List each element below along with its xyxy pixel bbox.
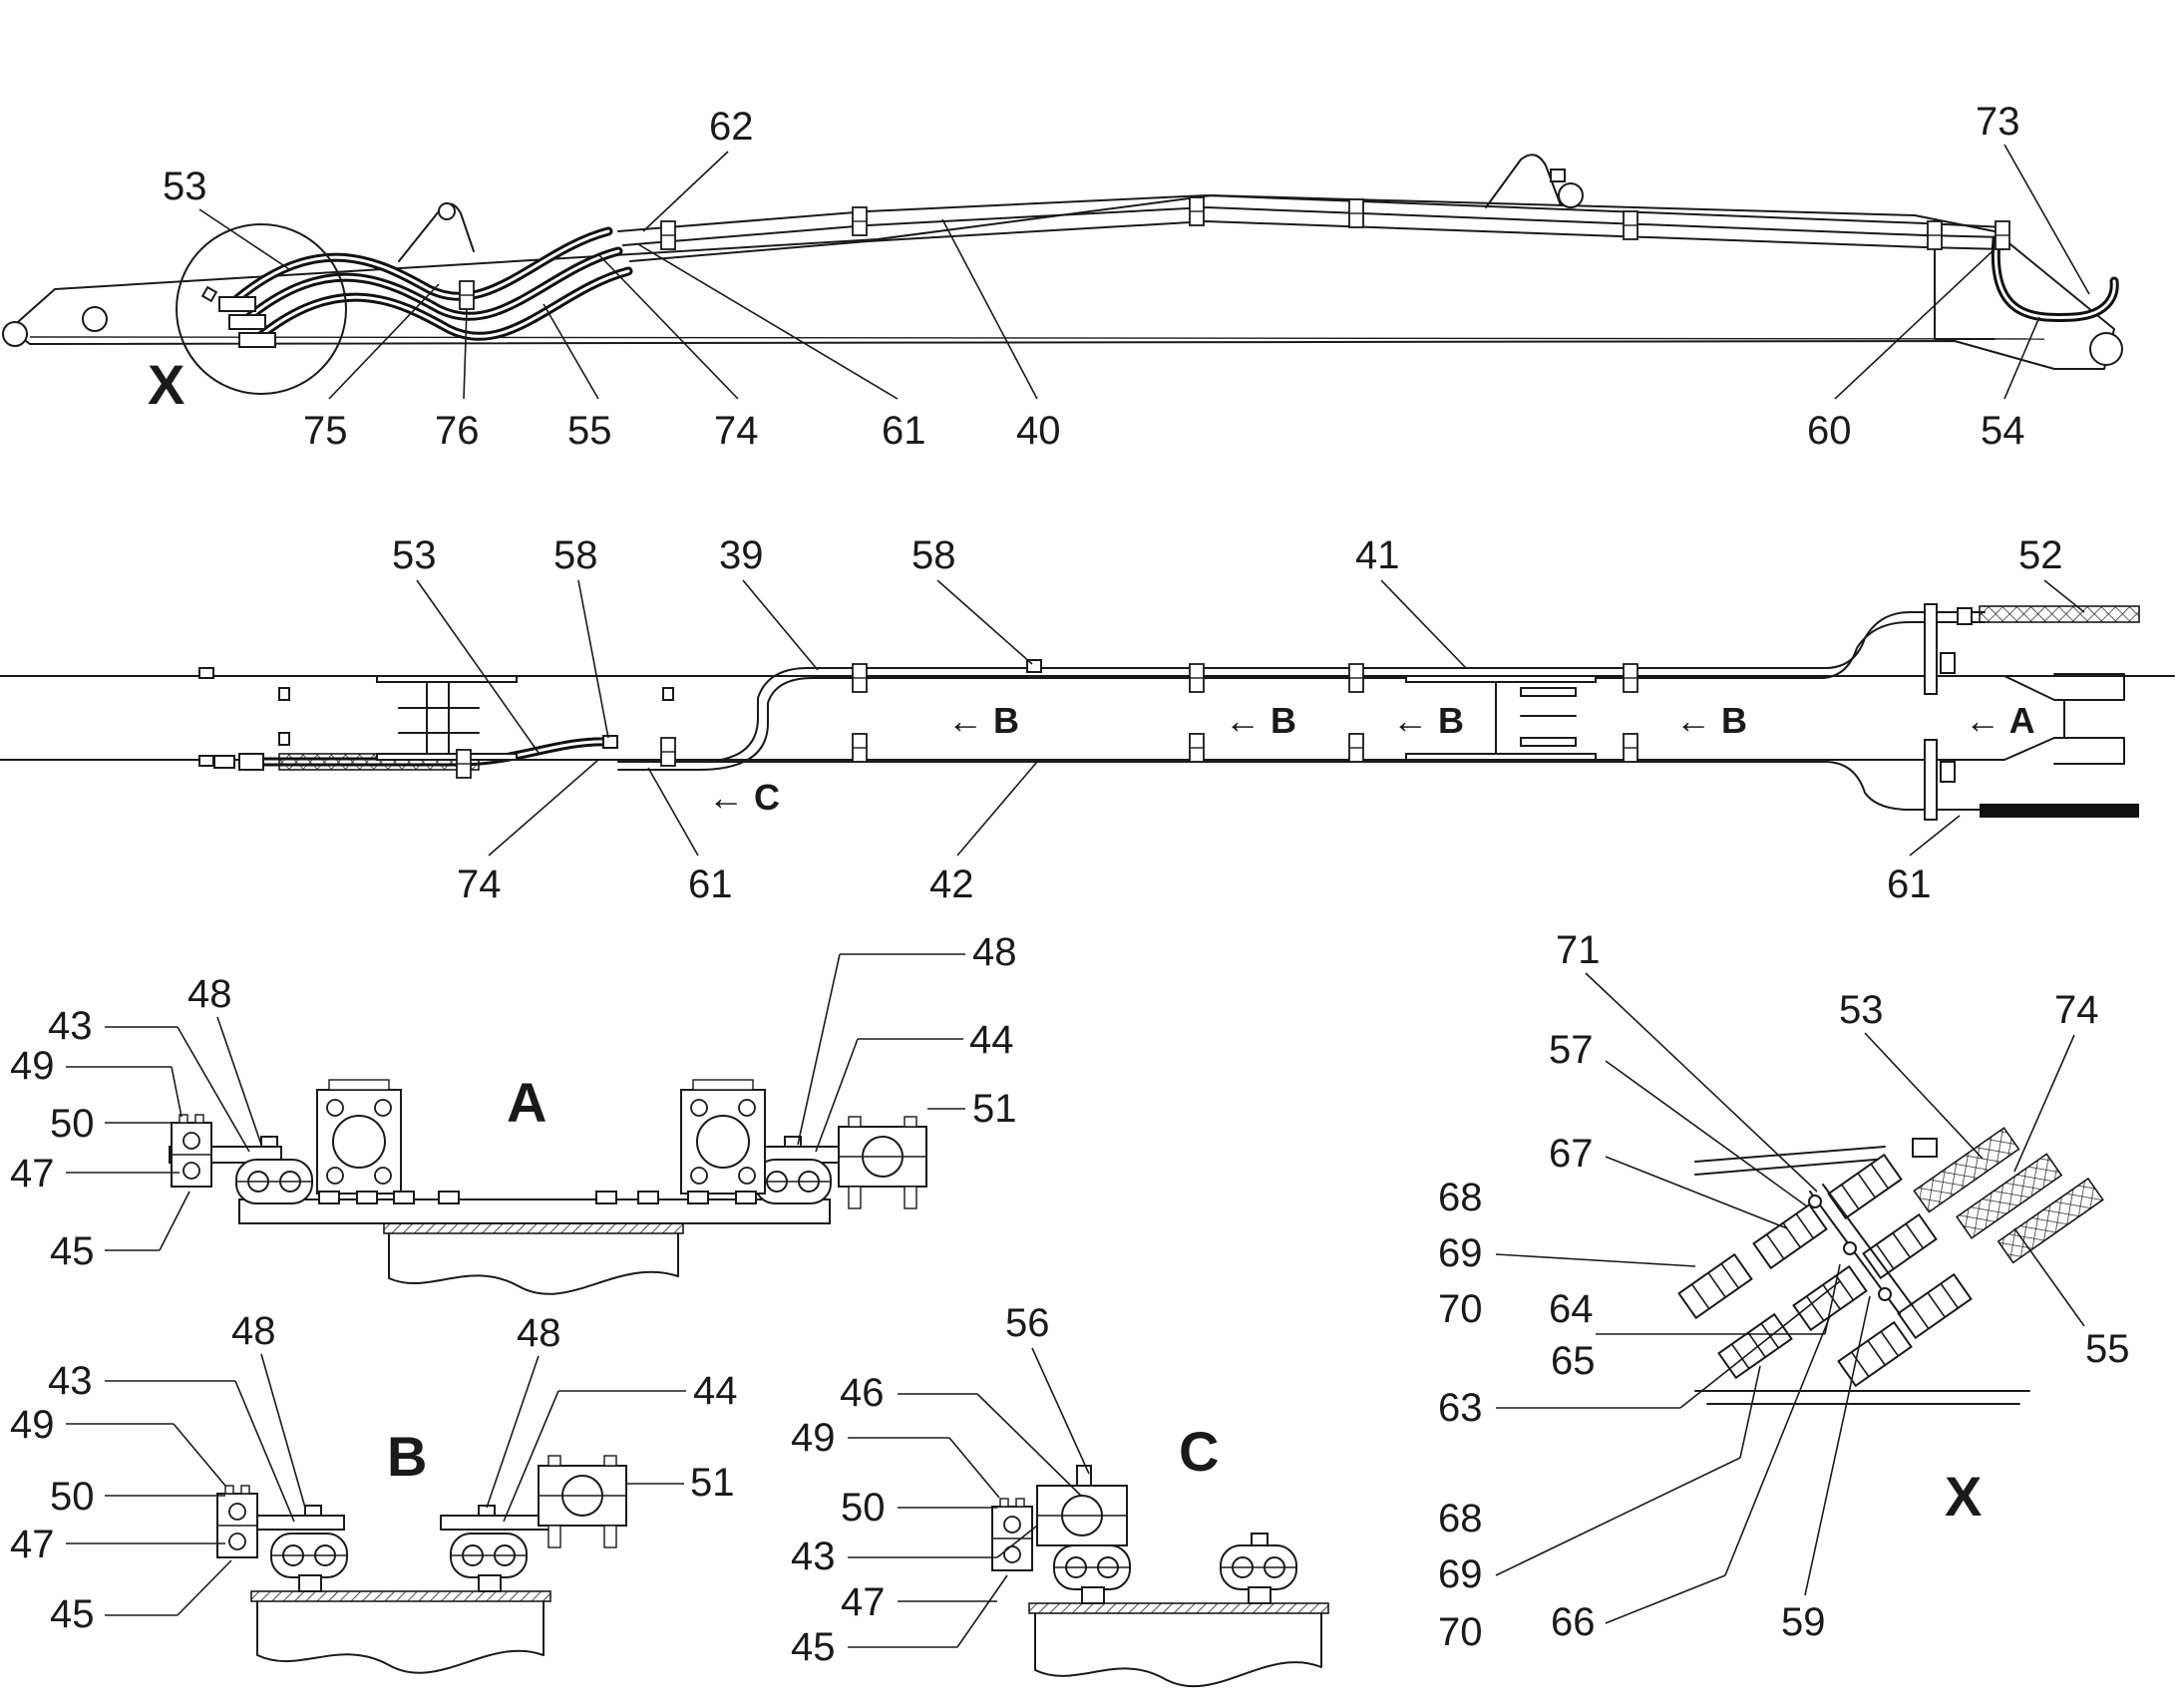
detail-x-title: X: [1945, 1465, 1982, 1528]
label-49-a: 49: [10, 1044, 55, 1088]
label-45-a: 45: [50, 1229, 95, 1273]
label-40-top: 40: [1016, 409, 1061, 453]
label-68-x-2: 68: [1438, 1497, 1483, 1540]
label-62-top: 62: [709, 105, 754, 149]
label-52-plan: 52: [2018, 533, 2063, 577]
label-50-a: 50: [50, 1102, 95, 1146]
plan-view: [0, 603, 2175, 821]
plan-view-arrows: ← B ← B ← B ← B ← A ← C: [708, 700, 2035, 818]
label-43-b: 43: [48, 1359, 93, 1403]
label-58-plan-2: 58: [911, 533, 956, 577]
label-61-plan-2: 61: [1887, 862, 1932, 906]
side-view: [2, 154, 2123, 395]
label-41-plan: 41: [1355, 533, 1400, 577]
label-51-a: 51: [972, 1087, 1017, 1131]
arrow-b-2: ← B: [1225, 700, 1296, 741]
label-47-b: 47: [10, 1523, 55, 1566]
label-65-x: 65: [1551, 1339, 1596, 1383]
section-a-labels: A 48 43 49 50 47 45 48 44 51: [10, 930, 1017, 1273]
label-51-b: 51: [690, 1461, 735, 1505]
label-59-x: 59: [1781, 1600, 1826, 1644]
label-56-c: 56: [1005, 1301, 1050, 1345]
label-61-top: 61: [882, 409, 926, 453]
label-45-b: 45: [50, 1592, 95, 1636]
label-46-c: 46: [840, 1371, 885, 1415]
label-68-x-1: 68: [1438, 1176, 1483, 1219]
label-39-plan: 39: [719, 533, 764, 577]
label-47-c: 47: [841, 1580, 886, 1624]
label-60-top: 60: [1807, 409, 1852, 453]
section-c-labels: C 56 46 49 50 43 47 45: [791, 1301, 1219, 1669]
label-50-b: 50: [50, 1475, 95, 1519]
label-48-b-left: 48: [231, 1309, 276, 1353]
label-63-x: 63: [1438, 1386, 1483, 1430]
label-53-x: 53: [1839, 988, 1884, 1032]
label-55-x: 55: [2085, 1327, 2130, 1371]
section-b-labels: B 48 48 43 49 50 47 45 44 51: [10, 1309, 738, 1636]
label-45-c: 45: [791, 1625, 836, 1669]
arrow-c: ← C: [708, 777, 780, 818]
label-67-x: 67: [1549, 1132, 1594, 1176]
label-76-top: 76: [435, 409, 480, 453]
detail-x-labels: X 71 53 74 57 67 68 69 70 64 65 63 55 68…: [1438, 928, 2130, 1654]
label-44-b: 44: [693, 1369, 738, 1413]
label-42-plan: 42: [929, 862, 974, 906]
label-43-a: 43: [48, 1004, 93, 1048]
arrow-a: ← A: [1965, 700, 2035, 741]
label-66-x: 66: [1551, 1600, 1596, 1644]
label-48-a-left: 48: [187, 972, 232, 1016]
label-69-x-2: 69: [1438, 1552, 1483, 1596]
label-53-top: 53: [163, 165, 207, 208]
label-49-c: 49: [791, 1416, 836, 1460]
side-view-labels: 53 62 73 75 76 55 74 61 40 60 54 X: [148, 100, 2090, 453]
label-50-c: 50: [841, 1486, 886, 1530]
label-69-x-1: 69: [1438, 1231, 1483, 1275]
label-73-top: 73: [1976, 100, 2020, 144]
label-64-x: 64: [1549, 1287, 1594, 1331]
label-71-x: 71: [1556, 928, 1601, 972]
label-74-plan: 74: [457, 862, 502, 906]
label-70-x-2: 70: [1438, 1610, 1483, 1654]
label-49-b: 49: [10, 1403, 55, 1447]
section-a-title: A: [507, 1071, 546, 1134]
label-44-a: 44: [969, 1018, 1014, 1062]
section-c-title: C: [1179, 1420, 1219, 1483]
label-53-plan: 53: [392, 533, 437, 577]
detail-marker-x: X: [148, 353, 184, 416]
arrow-b-4: ← B: [1675, 700, 1747, 741]
section-a: [169, 1079, 927, 1295]
label-48-b-right: 48: [517, 1311, 561, 1355]
label-61-plan-1: 61: [688, 862, 733, 906]
section-b-title: B: [387, 1425, 427, 1488]
arrow-b-3: ← B: [1392, 700, 1464, 741]
plan-view-labels: 53 58 39 58 41 52 74 61 42 61: [392, 533, 2085, 906]
label-74-x: 74: [2054, 988, 2099, 1032]
arrow-b-1: ← B: [947, 700, 1019, 741]
label-57-x: 57: [1549, 1028, 1594, 1072]
label-48-a-right: 48: [972, 930, 1017, 974]
label-55-top: 55: [567, 409, 612, 453]
label-74-top: 74: [714, 409, 759, 453]
section-b: [216, 1455, 627, 1674]
label-70-x-1: 70: [1438, 1287, 1483, 1331]
label-54-top: 54: [1981, 409, 2025, 453]
label-58-plan-1: 58: [553, 533, 598, 577]
label-43-c: 43: [791, 1535, 836, 1578]
section-c: [991, 1465, 1329, 1688]
label-75-top: 75: [303, 409, 348, 453]
label-47-a: 47: [10, 1152, 55, 1196]
